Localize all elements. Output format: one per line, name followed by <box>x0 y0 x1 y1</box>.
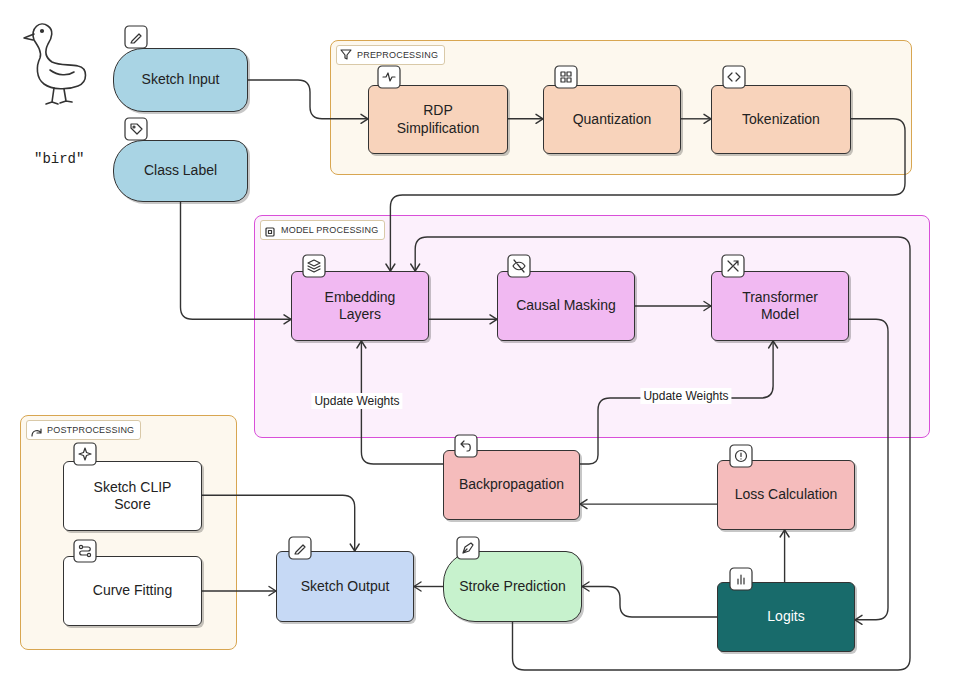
group-band: PREPROCESSING RDP Simplification Quantizat… <box>330 40 912 175</box>
node-text: Backpropagation <box>459 476 564 494</box>
flow-arrow <box>202 590 276 591</box>
flow-arrow <box>202 495 355 551</box>
process-box: Transformer Model <box>711 271 849 341</box>
redo-icon <box>32 429 41 436</box>
process-box: Embedding Layers <box>291 271 429 341</box>
node-text: Sketch Output <box>301 578 390 596</box>
group-title: POSTPROCESSING <box>26 420 141 440</box>
process-box: Class Label <box>113 140 248 202</box>
funnel-icon <box>341 50 351 59</box>
shuffle-icon <box>722 255 744 277</box>
flow-arrow <box>248 80 368 119</box>
flow-arrow <box>390 119 905 271</box>
flow-arrow <box>580 341 773 464</box>
chart-icon <box>730 568 752 590</box>
node-text: Logits <box>767 608 804 626</box>
node-text: Sketch Input <box>142 71 220 89</box>
pen-icon <box>457 537 479 559</box>
flow-arrow <box>580 503 717 504</box>
eye-off-icon <box>508 255 530 277</box>
pulse-icon <box>378 66 400 88</box>
process-box: Sketch CLIP Score <box>63 461 202 531</box>
grid-icon <box>555 66 577 88</box>
undo-icon <box>455 435 477 457</box>
alert-icon <box>730 445 752 467</box>
group-title: MODEL PROCESSING <box>260 220 385 240</box>
layers-icon <box>303 255 325 277</box>
node-text: Tokenization <box>742 111 820 129</box>
process-box: Sketch Output <box>276 551 414 622</box>
flow-arrow <box>429 319 497 320</box>
flow-arrow <box>635 305 711 306</box>
flow-arrow <box>784 530 785 582</box>
node-text: Class Label <box>144 162 217 180</box>
pencil-icon <box>289 537 311 559</box>
node-text: Embedding Layers <box>315 289 405 324</box>
flow-arrow <box>414 586 443 587</box>
process-box: Causal Masking <box>497 271 635 341</box>
process-box: Curve Fitting <box>63 556 202 626</box>
node-text: Loss Calculation <box>735 486 838 504</box>
flow-arrow <box>582 587 717 618</box>
node-text: Stroke Prediction <box>459 578 566 596</box>
process-box: Tokenization <box>711 85 851 154</box>
node-text: Quantization <box>573 111 652 129</box>
process-box: Backpropagation <box>443 450 580 520</box>
group-title: PREPROCESSING <box>336 45 445 65</box>
chip-icon <box>266 228 274 236</box>
process-box: Sketch Input <box>113 48 248 112</box>
tag-icon <box>125 118 147 140</box>
flow-arrow <box>181 202 292 319</box>
group-band: POSTPROCESSING Sketch CLIP ScoreCurve Fit… <box>20 415 237 650</box>
process-box: Loss Calculation <box>717 460 855 530</box>
pencil-icon <box>125 26 147 48</box>
flow-arrow <box>681 118 711 119</box>
process-box: Logits <box>717 582 855 652</box>
flow-arrow <box>849 319 888 620</box>
sparkle-icon <box>74 443 96 465</box>
bird-sketch <box>24 24 86 104</box>
flow-arrow <box>508 118 543 119</box>
process-box: RDP Simplification <box>368 85 508 154</box>
node-text: Causal Masking <box>516 297 616 315</box>
node-text: Sketch CLIP Score <box>88 479 178 514</box>
node-text: Transformer Model <box>735 289 825 324</box>
code-icon <box>723 66 745 88</box>
flow-arrow <box>415 237 910 670</box>
node-text: Curve Fitting <box>93 582 172 600</box>
process-box: Quantization <box>543 85 681 154</box>
route-icon <box>74 540 96 562</box>
node-text: RDP Simplification <box>390 102 486 137</box>
note-label: "bird" <box>34 151 84 167</box>
flow-arrow <box>361 341 443 464</box>
process-box: Stroke Prediction <box>443 551 582 622</box>
group-band: MODEL PROCESSING Embedding Layers Causal M… <box>254 215 930 438</box>
